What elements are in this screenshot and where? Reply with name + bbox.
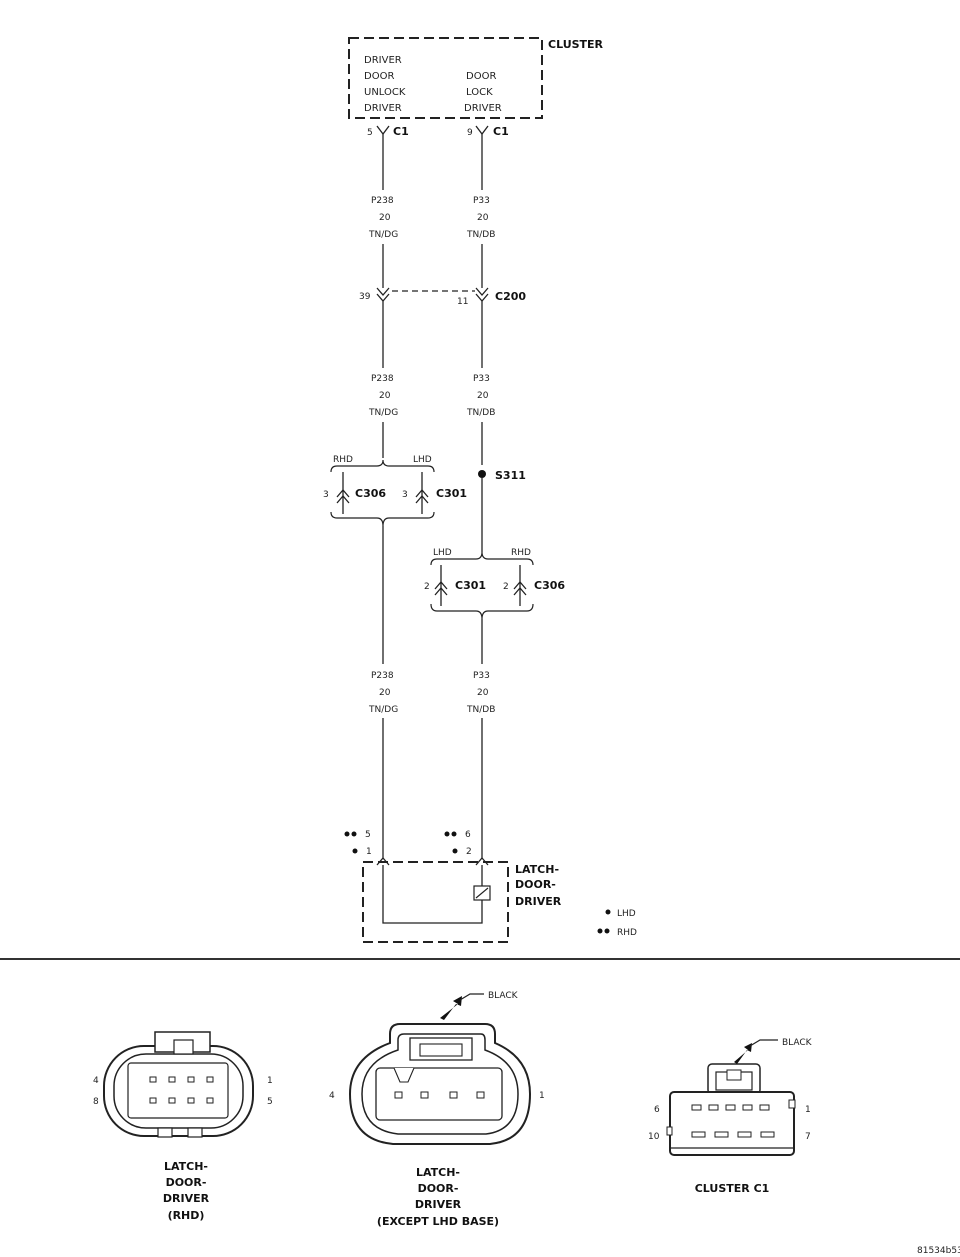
right-branch-connectors: LHD RHD 2 C301 2 C306 (424, 548, 565, 620)
svg-text:(EXCEPT LHD BASE): (EXCEPT LHD BASE) (377, 1215, 499, 1228)
connector-view-cluster-c1: BLACK 6 10 1 7 CLUSTER C1 (648, 1038, 813, 1195)
c200-pin-39: 39 (359, 292, 371, 302)
c200-label: C200 (495, 290, 526, 303)
svg-text:P33: P33 (473, 196, 490, 206)
svg-text:2: 2 (503, 582, 509, 592)
cluster-lock-line-2: LOCK (466, 87, 493, 98)
cluster-unlock-line-4: DRIVER (364, 103, 402, 114)
svg-text:C1: C1 (493, 125, 509, 138)
wire-label-p33-1: P33 20 TN/DB (466, 196, 495, 240)
svg-text:3: 3 (402, 490, 408, 500)
svg-text:8: 8 (93, 1097, 99, 1107)
svg-text:RHD: RHD (333, 455, 353, 465)
svg-text:20: 20 (379, 213, 391, 223)
wire-label-p33-2: P33 20 TN/DB (466, 374, 495, 418)
cluster-unlock-line-2: DOOR (364, 71, 394, 82)
svg-text:DOOR-: DOOR- (418, 1182, 459, 1195)
svg-text:3: 3 (323, 490, 329, 500)
svg-text:TN/DB: TN/DB (466, 230, 495, 240)
svg-text:DOOR-: DOOR- (166, 1176, 207, 1189)
svg-text:1: 1 (805, 1105, 811, 1115)
svg-text:2: 2 (466, 847, 472, 857)
wire-label-p238-3: P238 20 TN/DG (368, 671, 398, 715)
svg-text:TN/DG: TN/DG (368, 705, 398, 715)
svg-text:DRIVER: DRIVER (515, 895, 562, 908)
svg-text:5: 5 (267, 1097, 273, 1107)
svg-text:4: 4 (329, 1091, 335, 1101)
svg-text:TN/DG: TN/DG (368, 408, 398, 418)
svg-text:1: 1 (366, 847, 372, 857)
svg-text:6: 6 (654, 1105, 660, 1115)
svg-text:20: 20 (477, 213, 489, 223)
svg-text:10: 10 (648, 1132, 660, 1142)
svg-text:1: 1 (267, 1076, 273, 1086)
svg-text:20: 20 (379, 688, 391, 698)
svg-text:RHD: RHD (511, 548, 531, 558)
svg-text:(RHD): (RHD) (168, 1209, 205, 1222)
connector-view-rhd: 4 8 1 5 LATCH- DOOR- DRIVER (RHD) (93, 1031, 273, 1222)
svg-text:20: 20 (379, 391, 391, 401)
svg-text:4: 4 (93, 1076, 99, 1086)
svg-text:P238: P238 (371, 196, 394, 206)
figure-id: 81534b53 (917, 1246, 960, 1256)
svg-text:P238: P238 (371, 671, 394, 681)
svg-text:C1: C1 (393, 125, 409, 138)
svg-text:BLACK: BLACK (782, 1038, 813, 1048)
cluster-unlock-line-3: UNLOCK (364, 87, 406, 98)
legend: LHD RHD (597, 909, 637, 938)
svg-text:CLUSTER C1: CLUSTER C1 (695, 1182, 770, 1195)
svg-text:1: 1 (539, 1091, 545, 1101)
latch-pin-labels: 5 1 6 2 (344, 830, 489, 866)
cluster-c1-unlock-pin: 5 C1 (367, 125, 409, 138)
c200-pin-11: 11 (457, 297, 468, 307)
svg-text:DRIVER: DRIVER (163, 1192, 210, 1205)
svg-text:9: 9 (467, 128, 473, 138)
svg-text:P238: P238 (371, 374, 394, 384)
svg-text:C301: C301 (436, 487, 467, 500)
svg-text:BLACK: BLACK (488, 991, 519, 1001)
svg-text:LHD: LHD (413, 455, 432, 465)
connector-view-latch-except-lhd-base: BLACK 4 1 LATCH- DOOR- DRIVER (EXCEPT LH… (329, 991, 545, 1228)
svg-text:LATCH-: LATCH- (164, 1160, 208, 1173)
svg-text:TN/DB: TN/DB (466, 705, 495, 715)
wire-label-p238-1: P238 20 TN/DG (368, 196, 398, 240)
wire-label-p238-2: P238 20 TN/DG (368, 374, 398, 418)
svg-text:TN/DG: TN/DG (368, 230, 398, 240)
svg-text:7: 7 (805, 1132, 811, 1142)
svg-text:LATCH-: LATCH- (515, 863, 559, 876)
c200-connector: 39 11 C200 (359, 287, 526, 307)
svg-text:C306: C306 (355, 487, 386, 500)
cluster-lock-line-1: DOOR (466, 71, 496, 82)
svg-text:2: 2 (424, 582, 430, 592)
svg-text:5: 5 (365, 830, 371, 840)
svg-text:20: 20 (477, 688, 489, 698)
svg-text:RHD: RHD (617, 928, 637, 938)
svg-text:LATCH-: LATCH- (416, 1166, 460, 1179)
cluster-label: CLUSTER (548, 38, 604, 51)
latch-door-driver: LATCH- DOOR- DRIVER (362, 861, 562, 943)
svg-text:C301: C301 (455, 579, 486, 592)
left-branch-connectors: RHD LHD 3 C306 3 C301 (323, 455, 467, 527)
svg-text:P33: P33 (473, 671, 490, 681)
svg-text:5: 5 (367, 128, 373, 138)
svg-text:20: 20 (477, 391, 489, 401)
svg-text:LHD: LHD (617, 909, 636, 919)
svg-text:C306: C306 (534, 579, 565, 592)
svg-text:P33: P33 (473, 374, 490, 384)
cluster-lock-line-3: DRIVER (464, 103, 502, 114)
svg-text:DOOR-: DOOR- (515, 878, 556, 891)
svg-text:LHD: LHD (433, 548, 452, 558)
cluster-unlock-line-1: DRIVER (364, 55, 402, 66)
svg-text:6: 6 (465, 830, 471, 840)
wire-label-p33-3: P33 20 TN/DB (466, 671, 495, 715)
cluster-c1-lock-pin: 9 C1 (467, 125, 509, 138)
cluster-module: CLUSTER DRIVER DOOR UNLOCK DRIVER DOOR L… (348, 37, 604, 119)
svg-text:DRIVER: DRIVER (415, 1198, 462, 1211)
splice-s311: S311 (478, 469, 526, 482)
svg-text:S311: S311 (495, 469, 526, 482)
svg-text:TN/DB: TN/DB (466, 408, 495, 418)
